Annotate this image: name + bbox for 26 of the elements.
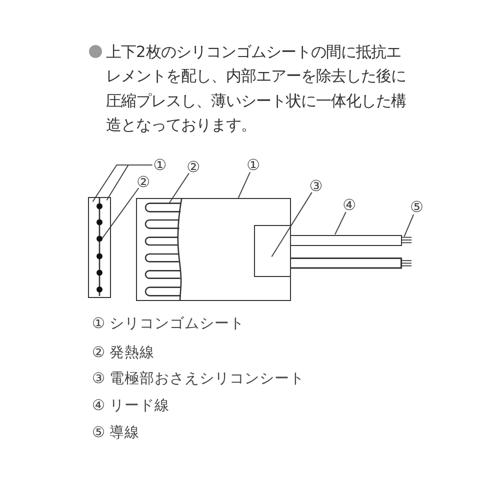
leader-line <box>168 172 190 204</box>
heating-wire-dots <box>94 198 104 296</box>
key-entry: ① シリコンゴムシート <box>92 315 245 334</box>
key-entry: ⑤ 導線 <box>92 424 140 443</box>
callout-number: ④ <box>341 197 358 213</box>
leader-line <box>271 192 312 258</box>
leader-line <box>238 172 251 198</box>
description-text: 上下2枚のシリコンゴムシートの間に抵抗エレメントを配し、内部エアーを除去した後に圧縮プレスし、薄いシート状に一体化した構造となっております。 <box>106 42 407 136</box>
callout-number: ① <box>152 157 168 173</box>
sheet-cross-section <box>88 197 111 298</box>
key-entry: ② 発熱線 <box>92 344 155 363</box>
callout-number: ② <box>135 174 152 190</box>
wire-strands <box>402 236 412 244</box>
lead-wire <box>290 234 402 246</box>
rubber-sheet <box>136 198 291 300</box>
callout-number: ⑤ <box>408 199 425 216</box>
callout-number: ① <box>245 157 262 173</box>
key-entry: ③ 電極部おさえシリコンシート <box>92 370 305 389</box>
heating-wire <box>144 202 182 296</box>
leader-line <box>404 214 414 238</box>
electrode-sheet <box>254 224 290 277</box>
leader-line <box>334 212 346 235</box>
key-entry: ④ リード線 <box>92 397 170 416</box>
callout-number: ③ <box>308 178 324 194</box>
leader-line <box>106 164 153 201</box>
callout-number: ② <box>185 158 202 175</box>
